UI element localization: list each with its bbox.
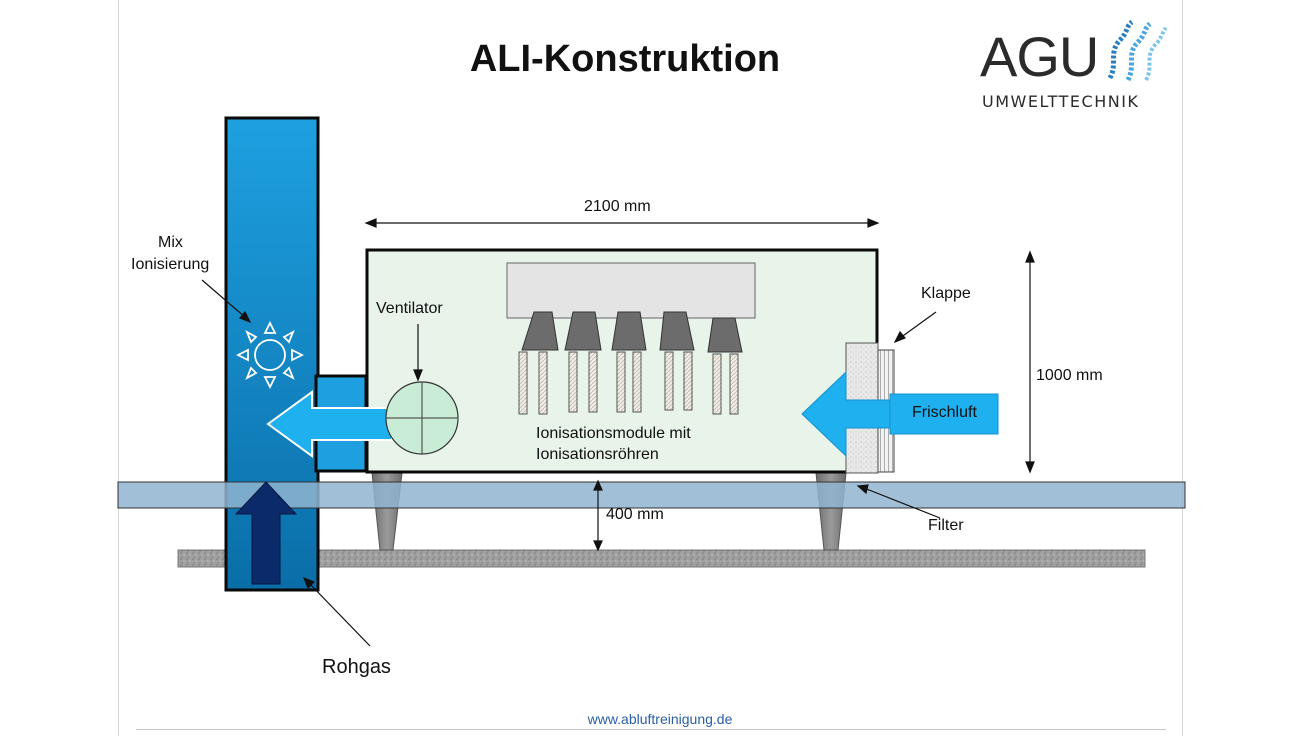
sun-ionization-icon <box>235 320 305 390</box>
floor-plate <box>117 481 1186 509</box>
ionization-module-4 <box>659 311 695 411</box>
leader-ventilator <box>413 324 423 382</box>
footer-divider <box>136 729 1166 730</box>
frischluft-label: Frischluft <box>912 404 977 421</box>
ventilator-label: Ventilator <box>376 300 443 317</box>
ionization-module-5 <box>707 317 743 415</box>
klappe-label: Klappe <box>921 285 971 302</box>
mix-label-line2: Ionisierung <box>131 256 210 273</box>
modules-label-line2: Ionisationsröhren <box>536 446 659 463</box>
dimension-legs <box>593 479 603 552</box>
page-title: ALI-Konstruktion <box>469 38 781 80</box>
fresh-air-box <box>889 393 999 435</box>
leader-mix <box>201 279 252 324</box>
logo-text: AGU <box>980 25 1099 88</box>
dimension-height <box>1025 250 1035 474</box>
filter-label: Filter <box>928 517 964 534</box>
ventilator-fan-icon <box>385 381 459 455</box>
ionization-module-2 <box>564 311 602 413</box>
modules-label-line1: Ionisationsmodule mit <box>536 425 691 442</box>
footer-link[interactable]: www.abluftreinigung.de <box>587 711 733 727</box>
module-rack <box>506 262 756 319</box>
raw-gas-arrow <box>234 481 298 585</box>
logo-subtitle: UMWELTTECHNIK <box>982 92 1140 111</box>
dim-legs-label: 400 mm <box>606 506 664 523</box>
dim-height-label: 1000 mm <box>1036 367 1103 384</box>
ionization-module-3 <box>611 311 647 413</box>
dim-width-label: 2100 mm <box>584 198 651 215</box>
dimension-width <box>364 218 880 228</box>
slide-border-right <box>1182 0 1183 736</box>
mix-label-line1: Mix <box>158 234 183 251</box>
rohgas-label: Rohgas <box>322 656 391 678</box>
slide-border-left <box>118 0 119 736</box>
ionization-module-1 <box>518 311 559 415</box>
leader-filter <box>856 484 941 519</box>
leader-rohgas <box>302 576 371 647</box>
ionization-modules <box>518 311 743 415</box>
ground-slab <box>177 549 1146 568</box>
logo-wave-icon <box>1107 19 1168 82</box>
outflow-arrow <box>266 390 393 458</box>
leader-klappe <box>893 311 937 344</box>
